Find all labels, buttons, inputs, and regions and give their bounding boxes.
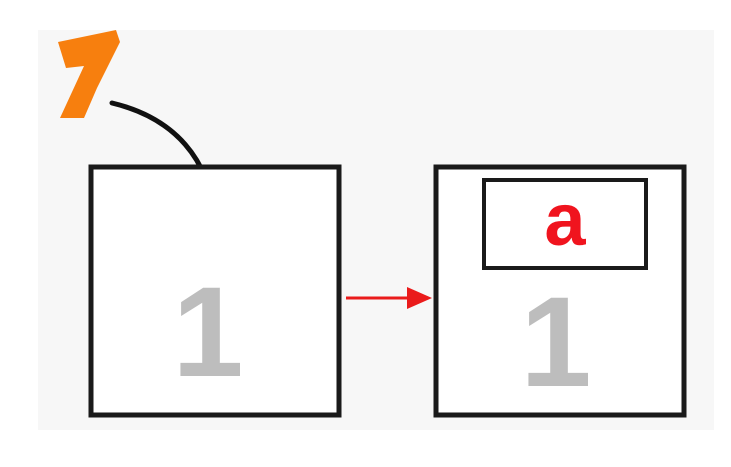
right-box-inner-frame bbox=[482, 178, 648, 270]
right-box-digit: 1 bbox=[520, 271, 591, 414]
right-box-inner-letter: a bbox=[544, 178, 586, 261]
step-number-one-shape bbox=[58, 30, 120, 118]
left-box-digit: 1 bbox=[172, 261, 243, 404]
left-box-frame bbox=[88, 164, 342, 418]
connector-arrow-head bbox=[407, 287, 432, 309]
left-box: 1 bbox=[88, 164, 342, 418]
step-number-one: 1 bbox=[0, 0, 120, 118]
step-number-text: 1 bbox=[0, 0, 1, 1]
connector-arrow bbox=[346, 287, 432, 309]
right-box: a 1 bbox=[433, 164, 687, 418]
